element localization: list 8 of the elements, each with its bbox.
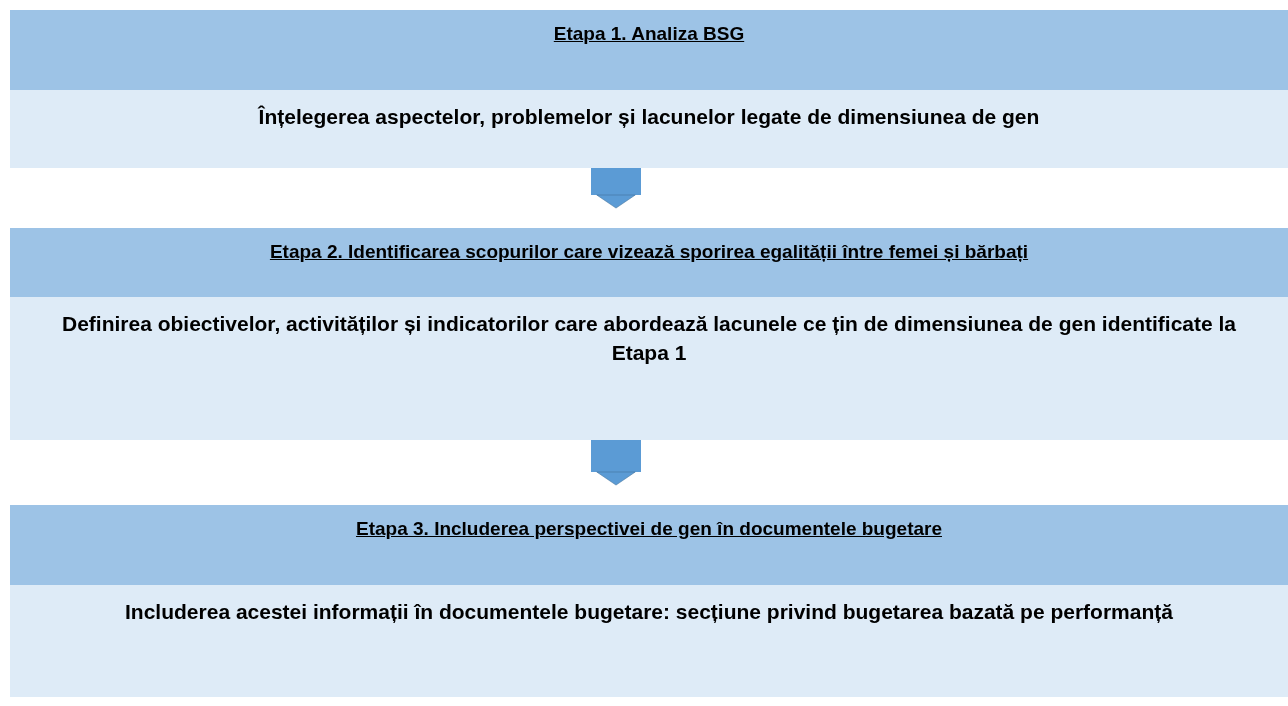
stage-heading: Etapa 2. Identificarea scopurilor care vizează sporirea egalității între femei și bărbați [10, 228, 1288, 297]
stage-heading: Etapa 3. Includerea perspectivei de gen în documentele bugetare [10, 505, 1288, 585]
stage-heading: Etapa 1. Analiza BSG [10, 10, 1288, 90]
block-arrow [591, 440, 641, 486]
stage-description: Înțelegerea aspectelor, problemelor și lacunelor legate de dimensiunea de gen [10, 90, 1288, 168]
block-arrow [591, 168, 641, 209]
stage-description: Includerea acestei informații în documentele bugetare: secțiune privind bugetarea bazată pe performanță [10, 585, 1288, 697]
stage-description: Definirea obiectivelor, activităților și indicatorilor care abordează lacunele ce țin de dimensiunea de gen identificate la Etapa 1 [10, 297, 1288, 440]
